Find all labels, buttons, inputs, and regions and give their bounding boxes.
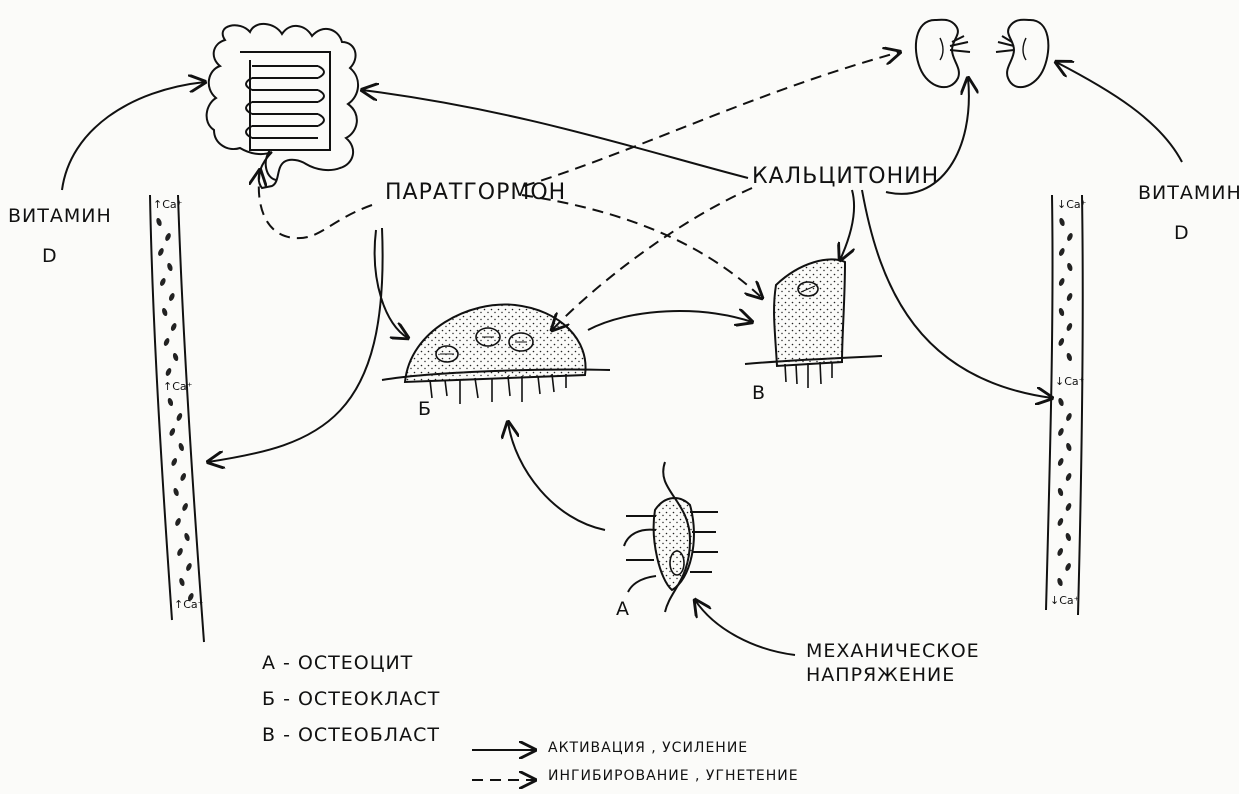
legend-item-b: Б - ОСТЕОКЛАСТ — [262, 688, 440, 710]
blood-cell-mark — [155, 217, 162, 227]
blood-cell-mark — [183, 532, 190, 542]
legend-item-v: В - ОСТЕОБЛАСТ — [262, 724, 440, 746]
blood-cell-mark — [166, 262, 173, 272]
blood-cell-mark — [1065, 472, 1073, 482]
vessel-right-ca-bottom: ↓Ca⁺ — [1050, 594, 1079, 607]
legend-item-a: А - ОСТЕОЦИТ — [262, 652, 413, 674]
arrow-stress-to-osteocyte — [695, 600, 795, 655]
blood-cell-mark — [1065, 322, 1073, 332]
legend-solid-label: АКТИВАЦИЯ , УСИЛЕНИЕ — [548, 740, 748, 756]
label-vitamin-left-d: D — [42, 245, 58, 267]
blood-cell-mark — [176, 547, 184, 557]
blood-cell-mark — [1066, 232, 1074, 242]
blood-cell-mark — [159, 277, 167, 287]
blood-vessel-right — [1046, 195, 1083, 615]
blood-cell-mark — [1058, 217, 1065, 227]
blood-cell-mark — [175, 412, 183, 422]
arrow-parathormone-to-osteoclast — [375, 230, 408, 338]
blood-cell-mark — [178, 442, 185, 452]
kidney-right-icon — [996, 20, 1048, 87]
arrow-calcitonin-to-intestine — [362, 90, 748, 178]
blood-cell-mark — [1056, 577, 1063, 587]
blood-cell-mark — [1058, 307, 1065, 317]
label-calcitonin: КАЛЬЦИТОНИН — [752, 164, 939, 189]
blood-cell-mark — [161, 307, 168, 317]
blood-cell-mark — [1066, 262, 1073, 272]
arrow-osteocyte-to-osteoclast — [508, 422, 605, 530]
label-cell-a: А — [616, 598, 630, 620]
vessel-left-ca-mid: ↑Ca⁺ — [163, 380, 192, 393]
label-mechanical-stress-line2: НАПРЯЖЕНИЕ — [806, 664, 955, 686]
blood-cell-mark — [1057, 487, 1064, 497]
blood-cell-mark — [167, 397, 174, 407]
arrow-parathormone-to-vessel — [208, 228, 383, 462]
blood-cell-mark — [1057, 337, 1065, 347]
vessel-left-ca-top: ↑Ca⁺ — [153, 198, 182, 211]
blood-cell-mark — [1065, 442, 1072, 452]
blood-cell-mark — [1057, 457, 1065, 467]
kidney-left-icon — [916, 20, 970, 87]
blood-cell-mark — [163, 337, 171, 347]
blood-cell-mark — [181, 502, 189, 512]
blood-cell-mark — [1058, 247, 1066, 257]
vessel-right-ca-top: ↓Ca⁺ — [1057, 198, 1086, 211]
arrow-calcitonin-to-osteoblast — [840, 190, 854, 260]
label-mechanical-stress-line1: МЕХАНИЧЕСКОЕ — [806, 640, 980, 662]
activation-arrows — [62, 62, 1182, 750]
blood-cell-mark — [174, 517, 182, 527]
blood-cell-mark — [170, 457, 178, 467]
blood-cell-mark — [157, 247, 165, 257]
blood-cell-mark — [168, 292, 176, 302]
blood-cell-mark — [178, 577, 185, 587]
blood-cell-mark — [1065, 532, 1072, 542]
blood-cell-mark — [164, 232, 172, 242]
label-vitamin-right: ВИТАМИН — [1138, 182, 1239, 204]
blood-cell-mark — [1064, 562, 1072, 572]
label-vitamin-right-d: D — [1174, 222, 1190, 244]
blood-cell-mark — [172, 352, 179, 362]
blood-cell-mark — [185, 562, 193, 572]
blood-cell-mark — [1056, 547, 1064, 557]
blood-vessel-left — [150, 195, 204, 642]
arrow-osteoclast-to-osteoblast — [588, 311, 752, 330]
label-cell-b: Б — [418, 398, 432, 420]
blood-cell-mark — [179, 472, 187, 482]
blood-cell-mark — [1066, 352, 1073, 362]
blood-cell-mark — [1057, 427, 1065, 437]
blood-cell-mark — [165, 367, 173, 377]
blood-cell-mark — [1065, 412, 1073, 422]
arrow-calcitonin-to-osteoclast — [552, 188, 752, 330]
osteocyte-cell — [624, 462, 718, 612]
intestine-icon — [207, 24, 358, 188]
vessel-right-ca-mid: ↓Ca⁺ — [1055, 375, 1084, 388]
blood-cell-mark — [172, 487, 179, 497]
label-cell-v: В — [752, 382, 766, 404]
vessel-left-ca-bottom: ↑Ca⁺ — [174, 598, 203, 611]
arrow-calcitonin-to-vessel — [862, 190, 1052, 398]
arrow-vitamin-to-kidney — [1056, 62, 1182, 162]
blood-cell-mark — [168, 427, 176, 437]
blood-cell-mark — [1066, 292, 1074, 302]
blood-cell-mark — [170, 322, 178, 332]
legend-dashed-label: ИНГИБИРОВАНИЕ , УГНЕТЕНИЕ — [548, 768, 799, 784]
blood-cell-mark — [1058, 277, 1066, 287]
blood-cell-mark — [1065, 502, 1073, 512]
label-parathormone: ПАРАТГОРМОН — [385, 180, 566, 205]
label-vitamin-left: ВИТАМИН — [8, 205, 112, 227]
arrow-vitamin-to-intestine — [62, 82, 205, 190]
osteoblast-cell — [745, 259, 882, 388]
blood-cell-mark — [1056, 517, 1064, 527]
arrow-parathormone-to-osteoblast — [522, 195, 762, 298]
blood-cell-mark — [1057, 397, 1064, 407]
osteoclast-cell — [382, 304, 610, 404]
